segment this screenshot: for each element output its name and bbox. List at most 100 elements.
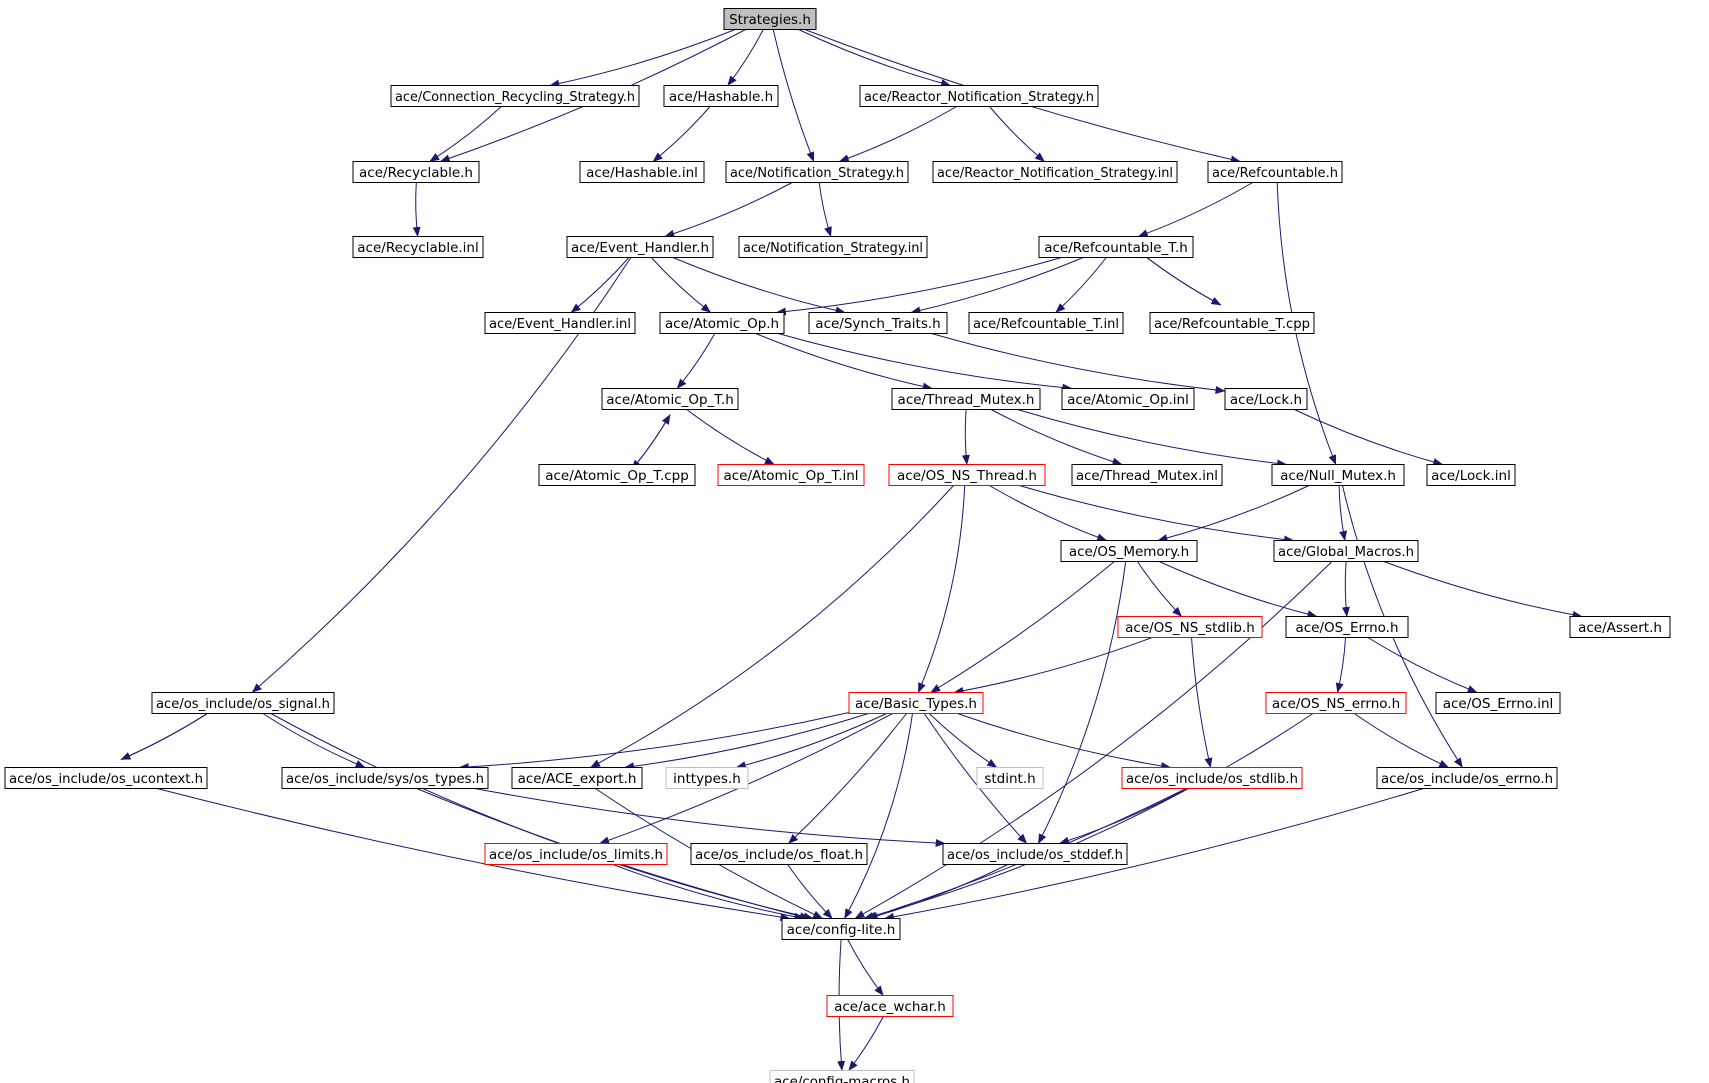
node-lock-inl[interactable]: ace/Lock.inl	[1426, 464, 1516, 486]
node-atomic-op-h[interactable]: ace/Atomic_Op.h	[659, 312, 785, 334]
node-label: ace/os_include/os_ucontext.h	[9, 771, 203, 787]
node-reactor-notif-h[interactable]: ace/Reactor_Notification_Strategy.h	[859, 85, 1099, 107]
node-atomic-op-t-h[interactable]: ace/Atomic_Op_T.h	[601, 388, 739, 410]
node-os-memory-h[interactable]: ace/OS_Memory.h	[1060, 540, 1198, 562]
node-os-ns-errno-h[interactable]: ace/OS_NS_errno.h	[1265, 692, 1407, 714]
node-os-errno-inl[interactable]: ace/OS_Errno.inl	[1435, 692, 1561, 714]
node-label: inttypes.h	[673, 771, 741, 787]
node-ace-wchar-h[interactable]: ace/ace_wchar.h	[826, 995, 954, 1017]
edge-event_handler_h-to-atomic_op_h	[650, 257, 712, 313]
edge-basic_types_h-to-ace_export_h	[624, 713, 869, 771]
edge-strategies_h-to-conn_recycling	[549, 29, 736, 88]
node-os-signal-h[interactable]: ace/os_include/os_signal.h	[151, 692, 335, 714]
node-os-errno-inc-h[interactable]: ace/os_include/os_errno.h	[1376, 767, 1558, 789]
edge-reactor_notif_h-to-notif_strategy_h	[838, 106, 957, 162]
edge-atomic_op_t_cpp-to-atomic_op_t_h	[631, 414, 671, 470]
node-notif-strategy-inl[interactable]: ace/Notification_Strategy.inl	[738, 236, 928, 258]
node-box	[781, 918, 901, 940]
node-label: ace/Connection_Recycling_Strategy.h	[395, 89, 635, 105]
edge-refcountable_t_cpp-to-refcountable_t_h	[1136, 249, 1222, 306]
edge-synch_traits_h-to-lock_h	[931, 333, 1226, 394]
node-box	[281, 767, 489, 789]
node-lock-h[interactable]: ace/Lock.h	[1224, 388, 1308, 410]
node-atomic-op-t-cpp[interactable]: ace/Atomic_Op_T.cpp	[538, 464, 696, 486]
node-box	[1038, 236, 1194, 258]
node-strategies-h[interactable]: Strategies.h	[723, 8, 817, 30]
node-hashable-h[interactable]: ace/Hashable.h	[663, 85, 779, 107]
node-inttypes-h[interactable]: inttypes.h	[665, 767, 749, 789]
node-conn-recycling[interactable]: ace/Connection_Recycling_Strategy.h	[390, 85, 640, 107]
edge-refcountable_t_h-to-synch_traits_h	[910, 257, 1084, 315]
node-ace-export-h[interactable]: ace/ACE_export.h	[511, 767, 643, 789]
node-os-ns-stdlib-h[interactable]: ace/OS_NS_stdlib.h	[1117, 616, 1263, 638]
node-refcountable-t-inl[interactable]: ace/Refcountable_T.inl	[968, 312, 1124, 334]
node-label: ace/Lock.h	[1230, 392, 1302, 408]
edge-os_limits_h-to-config_lite_h	[612, 864, 805, 921]
node-box	[848, 692, 984, 714]
node-atomic-op-t-inl[interactable]: ace/Atomic_Op_T.inl	[717, 464, 865, 486]
node-event-handler-h[interactable]: ace/Event_Handler.h	[566, 236, 714, 258]
edge-os_ns_thread_h-to-global_macros_h	[1019, 485, 1295, 544]
node-refcountable-h[interactable]: ace/Refcountable.h	[1207, 161, 1343, 183]
node-event-handler-inl[interactable]: ace/Event_Handler.inl	[484, 312, 636, 334]
node-os-errno-h[interactable]: ace/OS_Errno.h	[1285, 616, 1409, 638]
node-recyclable-h[interactable]: ace/Recyclable.h	[352, 161, 480, 183]
node-box	[1224, 388, 1308, 410]
node-label: ace/Event_Handler.h	[571, 240, 709, 256]
edge-refcountable_t_h-to-atomic_op_h	[775, 257, 1062, 316]
node-box	[511, 767, 643, 789]
node-sys-os-types-h[interactable]: ace/os_include/sys/os_types.h	[281, 767, 489, 789]
node-basic-types-h[interactable]: ace/Basic_Types.h	[848, 692, 984, 714]
node-box	[659, 312, 785, 334]
node-box	[579, 161, 705, 183]
edge-thread_mutex_h-to-thread_mutex_inl	[990, 409, 1123, 466]
node-label: ace/Atomic_Op.inl	[1067, 392, 1189, 408]
node-box	[859, 85, 1099, 107]
node-assert-h[interactable]: ace/Assert.h	[1569, 616, 1671, 638]
node-os-ns-thread-h[interactable]: ace/OS_NS_Thread.h	[888, 464, 1046, 486]
edge-null_mutex_h-to-global_macros_h	[1338, 485, 1348, 541]
node-stdint-h[interactable]: stdint.h	[976, 767, 1044, 789]
node-thread-mutex-h[interactable]: ace/Thread_Mutex.h	[891, 388, 1041, 410]
node-box	[484, 312, 636, 334]
node-label: ace/OS_NS_stdlib.h	[1125, 620, 1255, 636]
node-refcountable-t-h[interactable]: ace/Refcountable_T.h	[1038, 236, 1194, 258]
node-notif-strategy-h[interactable]: ace/Notification_Strategy.h	[725, 161, 909, 183]
node-recyclable-inl[interactable]: ace/Recyclable.inl	[352, 236, 484, 258]
edge-os_errno_h-to-os_errno_inl	[1367, 637, 1478, 693]
node-label: Strategies.h	[729, 12, 811, 28]
node-os-stdlib-h[interactable]: ace/os_include/os_stdlib.h	[1121, 767, 1303, 789]
edge-refcountable_t_h-to-refcountable_t_cpp	[1136, 249, 1222, 306]
node-null-mutex-h[interactable]: ace/Null_Mutex.h	[1271, 464, 1405, 486]
node-box	[968, 312, 1124, 334]
node-reactor-notif-inl[interactable]: ace/Reactor_Notification_Strategy.inl	[932, 161, 1178, 183]
node-box	[1376, 767, 1558, 789]
node-config-macros-h[interactable]: ace/config-macros.h	[769, 1070, 915, 1083]
edge-os_stdlib_h-to-os_stddef_h	[1059, 788, 1188, 845]
node-label: ace/OS_NS_Thread.h	[897, 468, 1037, 484]
node-thread-mutex-inl[interactable]: ace/Thread_Mutex.inl	[1071, 464, 1223, 486]
edge-os_memory_h-to-os_ns_stdlib_h	[1136, 561, 1182, 617]
edge-os_ns_stdlib_h-to-os_stdlib_h	[1191, 637, 1213, 768]
node-atomic-op-inl[interactable]: ace/Atomic_Op.inl	[1061, 388, 1195, 410]
edge-os_stddef_h-to-config_lite_h	[867, 864, 1009, 920]
node-os-ucontext-h[interactable]: ace/os_include/os_ucontext.h	[4, 767, 208, 789]
edge-os_ns_errno_h-to-os_errno_inc_h	[1354, 713, 1450, 768]
node-label: ace/Recyclable.h	[359, 165, 473, 181]
node-config-lite-h[interactable]: ace/config-lite.h	[781, 918, 901, 940]
node-global-macros-h[interactable]: ace/Global_Macros.h	[1273, 540, 1419, 562]
edge-thread_mutex_h-to-os_ns_thread_h	[961, 409, 970, 465]
node-refcountable-t-cpp[interactable]: ace/Refcountable_T.cpp	[1149, 312, 1315, 334]
node-box	[566, 236, 714, 258]
node-hashable-inl[interactable]: ace/Hashable.inl	[579, 161, 705, 183]
node-label: ace/config-lite.h	[787, 922, 896, 938]
node-label: ace/Hashable.h	[669, 89, 773, 105]
node-os-limits-h[interactable]: ace/os_include/os_limits.h	[484, 843, 668, 865]
node-os-stddef-h[interactable]: ace/os_include/os_stddef.h	[942, 843, 1128, 865]
node-os-float-h[interactable]: ace/os_include/os_float.h	[690, 843, 868, 865]
node-box	[1285, 616, 1409, 638]
node-label: ace/os_include/os_stddef.h	[947, 847, 1123, 863]
node-label: ace/Reactor_Notification_Strategy.h	[864, 89, 1094, 105]
node-synch-traits-h[interactable]: ace/Synch_Traits.h	[808, 312, 948, 334]
